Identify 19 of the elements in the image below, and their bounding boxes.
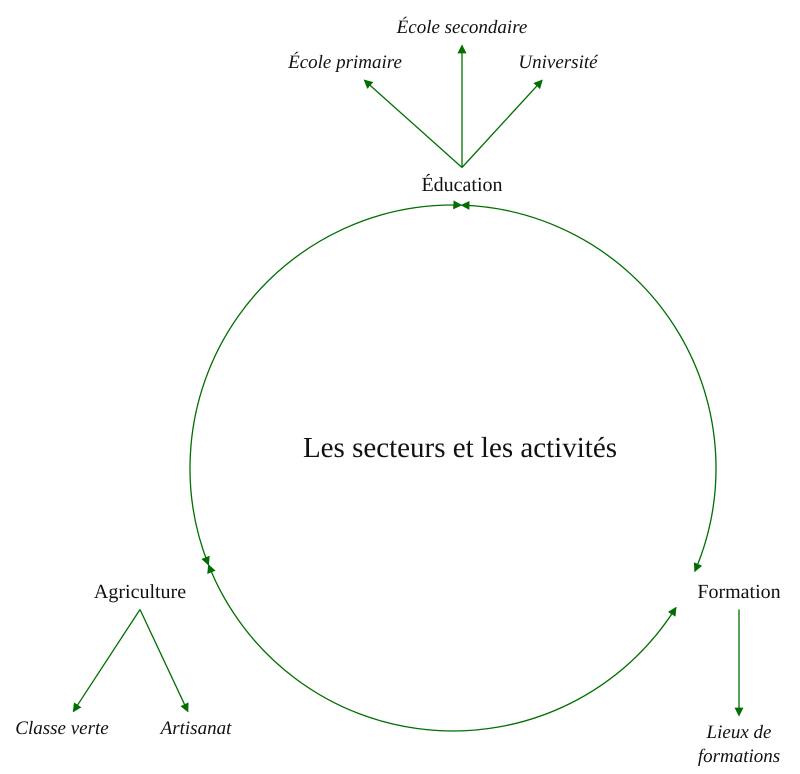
arrow <box>72 609 141 712</box>
item-label: Lieux de formations <box>679 719 799 770</box>
arrow <box>189 200 462 566</box>
sector-label: Agriculture <box>80 578 200 606</box>
item-label: Université <box>508 49 608 77</box>
arrow <box>458 44 466 168</box>
arrow <box>364 80 462 168</box>
item-label: Artisanat <box>148 715 244 743</box>
item-label: Classe verte <box>6 715 118 743</box>
item-label: École primaire <box>280 49 410 77</box>
item-label: École secondaire <box>387 14 537 42</box>
arrow <box>139 609 189 712</box>
sector-label: Éducation <box>406 172 518 198</box>
diagram-title: Les secteurs et les activités <box>302 432 618 465</box>
arrow <box>462 79 543 168</box>
sector-label: Formation <box>682 578 796 606</box>
arrow <box>208 564 676 732</box>
arrow <box>460 201 717 572</box>
arrow <box>734 610 744 717</box>
